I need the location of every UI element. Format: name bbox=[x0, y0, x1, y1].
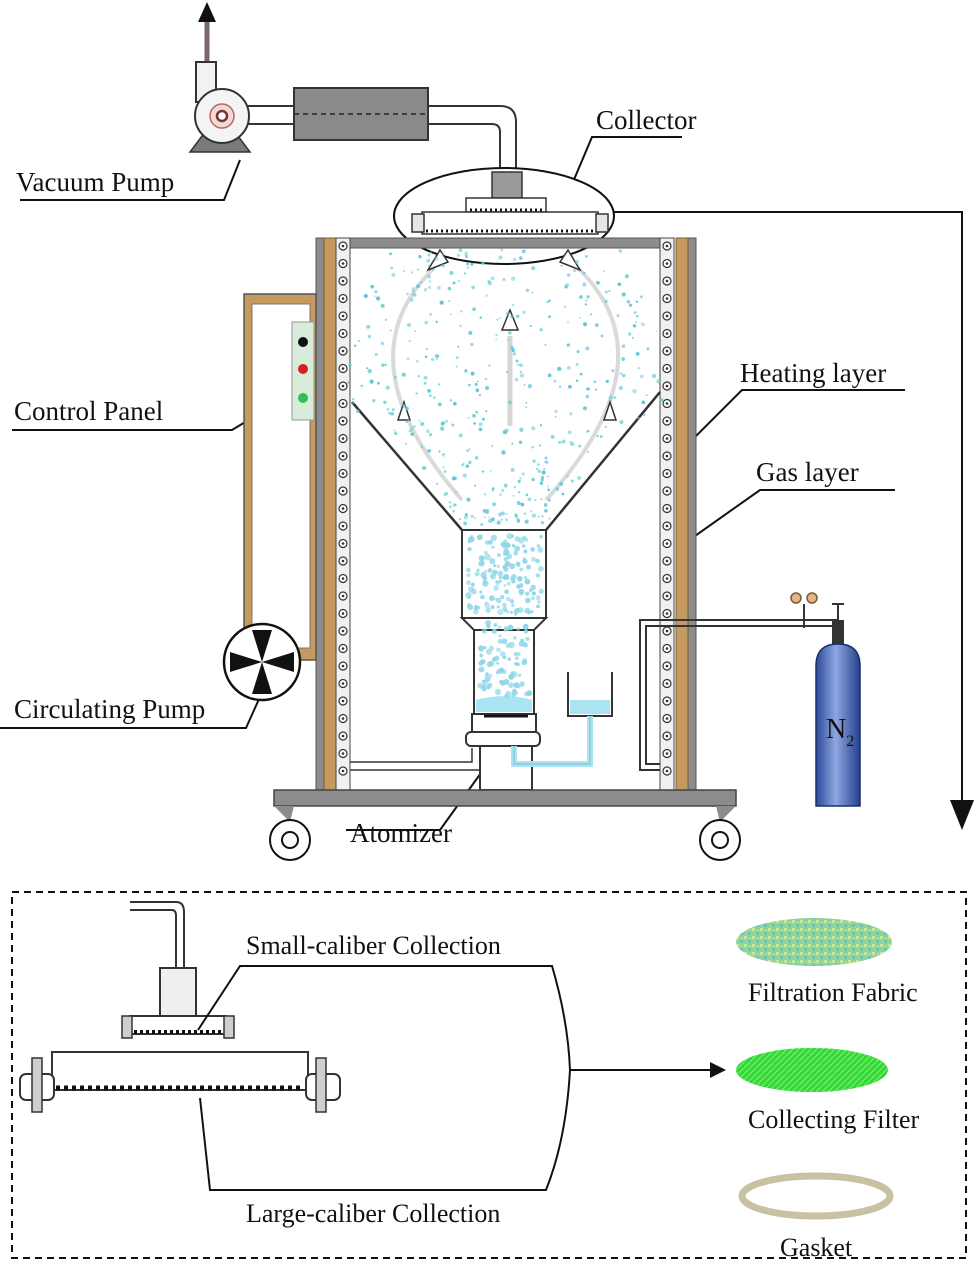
atomized-particles bbox=[346, 248, 664, 527]
label-gas-layer: Gas layer bbox=[756, 457, 859, 487]
vacuum-line bbox=[248, 105, 517, 172]
n2-label: N2 bbox=[826, 714, 854, 750]
panel-light-green bbox=[298, 393, 308, 403]
label-collector: Collector bbox=[596, 105, 696, 135]
circulation-pipe bbox=[350, 748, 480, 771]
label-filtration-fabric: Filtration Fabric bbox=[748, 978, 918, 1007]
atomizer bbox=[465, 713, 541, 791]
small-caliber-collector bbox=[121, 901, 235, 1039]
gas-line bbox=[639, 619, 838, 771]
filter-box bbox=[293, 87, 429, 141]
panel-light-black bbox=[298, 337, 308, 347]
detail-panel: Small-caliber Collection Large-caliber C… bbox=[11, 891, 967, 1262]
panel-light-red bbox=[298, 364, 308, 374]
base-cart bbox=[269, 789, 741, 861]
chamber-frame bbox=[315, 237, 697, 791]
label-vacuum-pump: Vacuum Pump bbox=[16, 167, 174, 197]
filtration-fabric-image bbox=[736, 918, 892, 966]
label-small-caliber: Small-caliber Collection bbox=[246, 931, 501, 960]
vacuum-pump bbox=[188, 2, 252, 153]
label-large-caliber: Large-caliber Collection bbox=[246, 1199, 500, 1228]
label-control-panel: Control Panel bbox=[14, 396, 163, 426]
label-gasket: Gasket bbox=[780, 1233, 853, 1262]
output-arrow bbox=[614, 211, 974, 830]
gasket-image bbox=[738, 1172, 894, 1220]
chamber-column bbox=[459, 529, 549, 715]
drying-cone bbox=[346, 248, 664, 531]
label-circulating-pump: Circulating Pump bbox=[14, 694, 205, 724]
label-heating-layer: Heating layer bbox=[740, 358, 886, 388]
label-collecting-filter: Collecting Filter bbox=[748, 1105, 919, 1134]
large-caliber-collector bbox=[19, 1051, 341, 1113]
liquid-feed bbox=[511, 672, 613, 767]
circulating-pump bbox=[222, 622, 302, 702]
valve bbox=[790, 592, 844, 628]
collector bbox=[393, 167, 615, 265]
collecting-filter-image bbox=[736, 1048, 888, 1092]
n2-cylinder: N2 bbox=[815, 620, 861, 807]
label-atomizer: Atomizer bbox=[350, 818, 452, 848]
control-panel bbox=[243, 293, 317, 661]
